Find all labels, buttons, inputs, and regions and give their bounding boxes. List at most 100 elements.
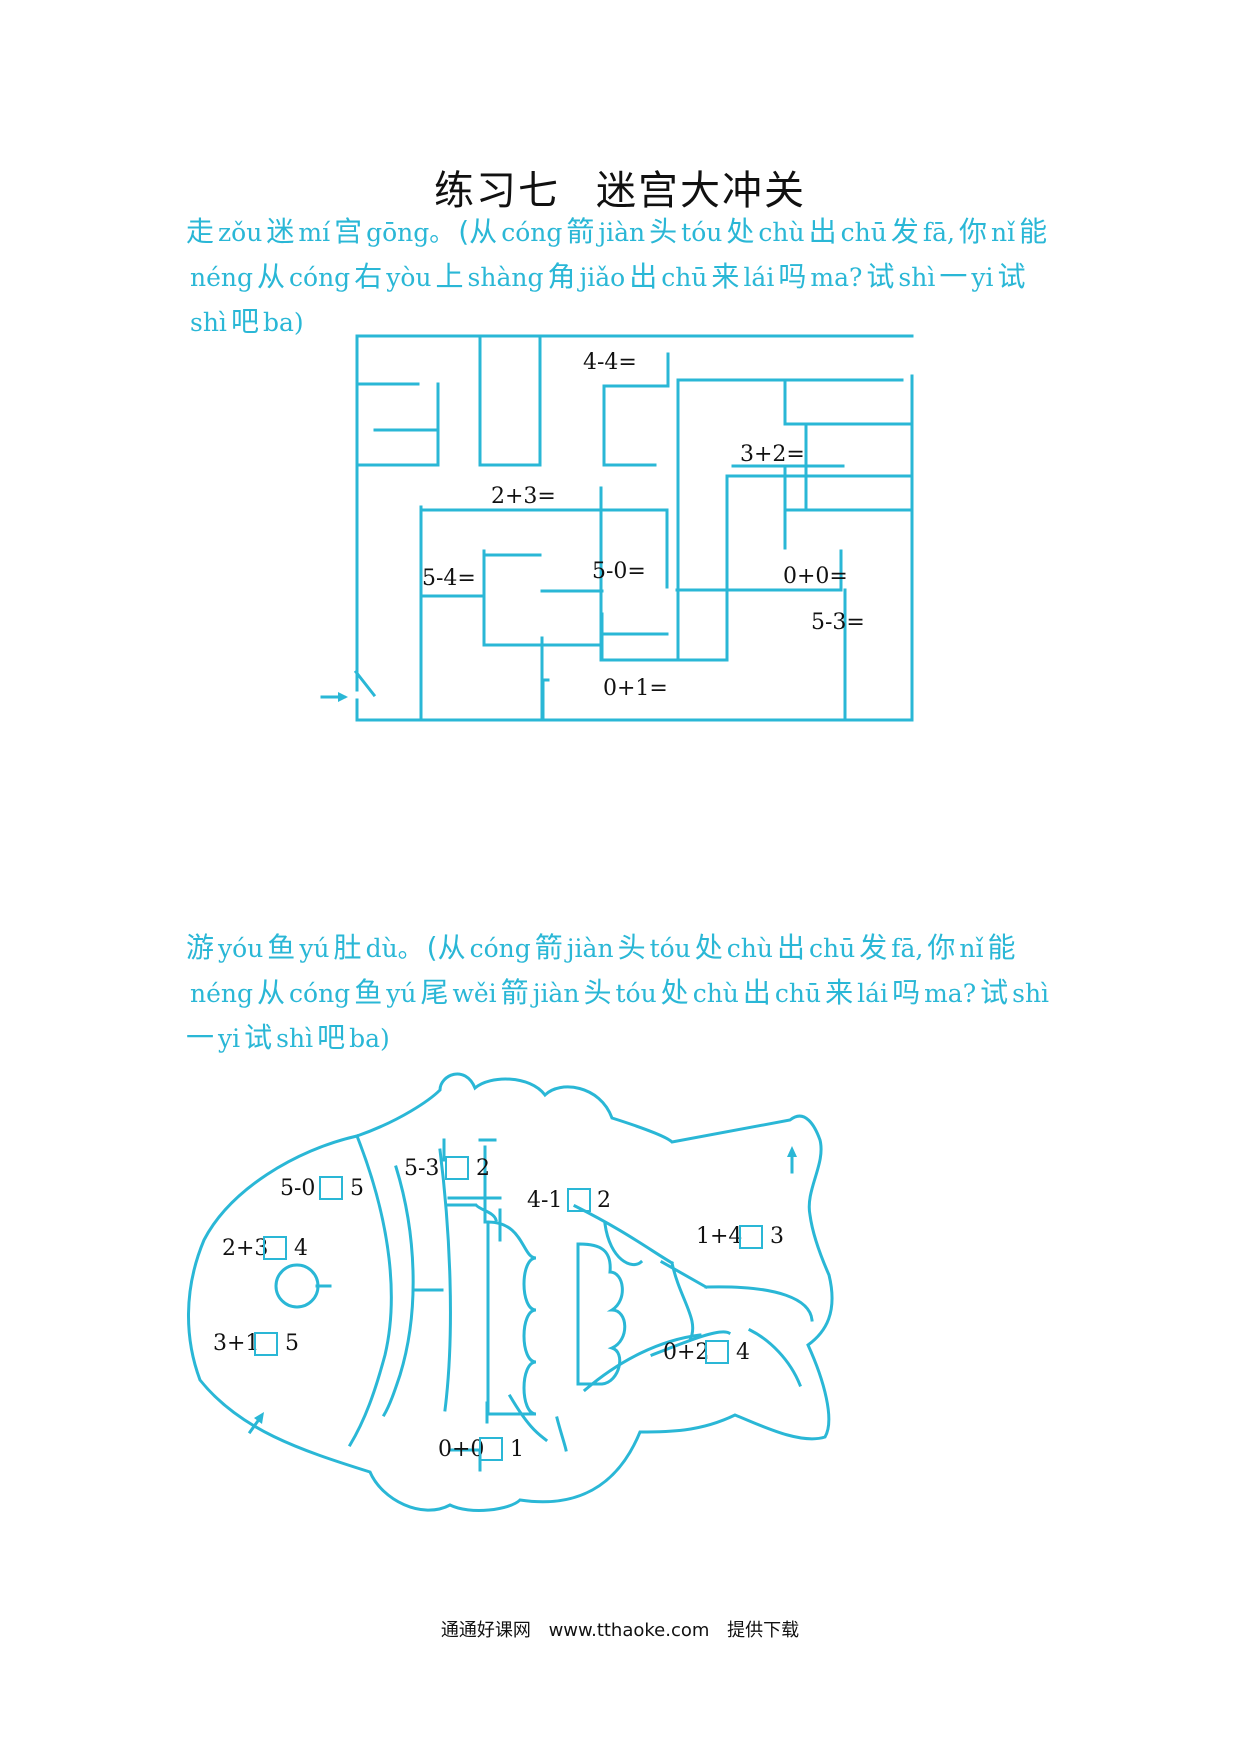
hanzi-char: 出 — [808, 215, 837, 248]
hanzi-char: 头 — [649, 215, 678, 248]
hanzi-char: 处 — [660, 976, 689, 1009]
pinyin-text: chū — [809, 934, 856, 963]
fish-scallops-2 — [576, 1242, 627, 1386]
pinyin-text: jiǎo — [579, 263, 626, 292]
pinyin-text: chū — [774, 979, 822, 1008]
pinyin-text: shàng — [467, 263, 544, 292]
hanzi-char: 一 — [939, 260, 968, 293]
title-part-2: 迷宫大冲关 — [596, 168, 806, 214]
footer-url[interactable]: www.tthaoke.com — [548, 1620, 710, 1641]
pinyin-text: cóng — [289, 979, 351, 1008]
pinyin-text: yi — [971, 263, 994, 292]
hanzi-char: 吗 — [778, 260, 807, 293]
fish-item-4: 2+3 4 — [222, 1236, 308, 1261]
pinyin-text: gōng。 — [366, 218, 455, 247]
hanzi-char: 游 — [186, 931, 215, 964]
fish-item-6: 1+4 3 — [696, 1224, 784, 1249]
answer-box[interactable] — [479, 1437, 503, 1461]
hanzi-char: 试 — [866, 260, 895, 293]
fish-maze: 5-0 5 5-3 2 4-1 2 2+3 4 3+1 5 1+4 3 — [187, 1072, 834, 1512]
hanzi-char: 头 — [617, 931, 646, 964]
hanzi-char: (从 — [426, 931, 466, 964]
hanzi-char: 从 — [257, 976, 286, 1009]
pinyin-text: jiàn — [532, 979, 580, 1008]
hanzi-char: 尾 — [420, 976, 449, 1009]
pinyin-text: tóu — [649, 934, 691, 963]
maze-eq-8: 0+1= — [603, 676, 668, 701]
pinyin-text: mí — [298, 218, 331, 247]
pinyin-text: lái — [743, 263, 775, 292]
fish-exit-arrowhead — [787, 1146, 797, 1157]
fish-eye — [274, 1263, 320, 1309]
answer-box[interactable] — [567, 1188, 591, 1212]
fish-item-right: 2 — [597, 1188, 611, 1213]
pinyin-text: cóng — [501, 218, 563, 247]
footer-site-name: 通通好课网 — [440, 1620, 531, 1641]
hanzi-char: 箭 — [534, 931, 563, 964]
hanzi-char: 来 — [825, 976, 854, 1009]
pinyin-text: chū — [840, 218, 887, 247]
pinyin-text: ma? — [924, 979, 977, 1008]
hanzi-char: 箭 — [500, 976, 529, 1009]
fish-item-left: 0+2 — [663, 1340, 709, 1365]
answer-box[interactable] — [739, 1225, 763, 1249]
answer-box[interactable] — [254, 1332, 278, 1356]
pinyin-text: nǐ — [990, 218, 1016, 247]
hanzi-char: 出 — [742, 976, 771, 1009]
fish-item-left: 5-0 — [280, 1176, 315, 1201]
fish-item-8: 0+0 1 — [438, 1437, 524, 1462]
rect-maze: 4-4= 3+2= 2+3= 5-4= 5-0= 0+0= 5-3= 0+1= — [320, 334, 914, 722]
pinyin-text: cóng — [469, 934, 531, 963]
fish-item-left: 0+0 — [438, 1437, 484, 1462]
pinyin-text: ba) — [262, 308, 304, 337]
hanzi-char: 试 — [997, 260, 1026, 293]
hanzi-char: 鱼 — [354, 976, 383, 1009]
pinyin-text: shì — [1012, 979, 1050, 1008]
fish-outline — [187, 1072, 834, 1512]
maze-walls — [353, 334, 914, 722]
fish-item-left: 5-3 — [404, 1156, 439, 1181]
pinyin-text: jiàn — [566, 934, 614, 963]
hanzi-char: 上 — [435, 260, 464, 293]
hanzi-char: 你 — [958, 215, 987, 248]
hanzi-char: 从 — [257, 260, 286, 293]
hanzi-char: (从 — [458, 215, 498, 248]
hanzi-char: 迷 — [266, 215, 295, 248]
hanzi-char: 试 — [980, 976, 1009, 1009]
hanzi-char: 发 — [859, 931, 888, 964]
fish-item-left: 2+3 — [222, 1236, 268, 1261]
answer-box[interactable] — [263, 1236, 287, 1260]
answer-box[interactable] — [319, 1176, 343, 1200]
pinyin-text: lái — [857, 979, 889, 1008]
maze-eq-3: 2+3= — [491, 484, 556, 509]
pinyin-text: fā, — [922, 218, 955, 247]
pinyin-text: tóu — [681, 218, 723, 247]
fish-item-right: 5 — [350, 1176, 364, 1201]
answer-box[interactable] — [705, 1340, 729, 1364]
fish-item-2: 5-3 2 — [404, 1156, 490, 1181]
pinyin-text: zǒu — [218, 218, 263, 247]
page-title: 练习七迷宫大冲关 — [0, 158, 1240, 216]
hanzi-char: 出 — [629, 260, 658, 293]
maze-eq-1: 4-4= — [583, 350, 637, 375]
hanzi-char: 能 — [1019, 215, 1048, 248]
fish-item-left: 4-1 — [527, 1188, 562, 1213]
hanzi-char: 发 — [890, 215, 919, 248]
answer-box[interactable] — [445, 1156, 469, 1180]
hanzi-char: 试 — [244, 1021, 273, 1054]
pinyin-text: nǐ — [959, 934, 984, 963]
hanzi-char: 头 — [583, 976, 612, 1009]
hanzi-char: 能 — [987, 931, 1016, 964]
pinyin-text: yòu — [386, 263, 432, 292]
fish-item-right: 3 — [770, 1224, 784, 1249]
hanzi-char: 鱼 — [267, 931, 296, 964]
fish-item-right: 1 — [510, 1437, 524, 1462]
hanzi-char: 走 — [186, 215, 215, 248]
pinyin-text: ma? — [810, 263, 863, 292]
maze-start-arrowhead — [338, 692, 348, 702]
hanzi-char: 角 — [547, 260, 576, 293]
pinyin-text: yi — [218, 1024, 241, 1053]
hanzi-char: 处 — [726, 215, 755, 248]
hanzi-char: 箭 — [566, 215, 595, 248]
